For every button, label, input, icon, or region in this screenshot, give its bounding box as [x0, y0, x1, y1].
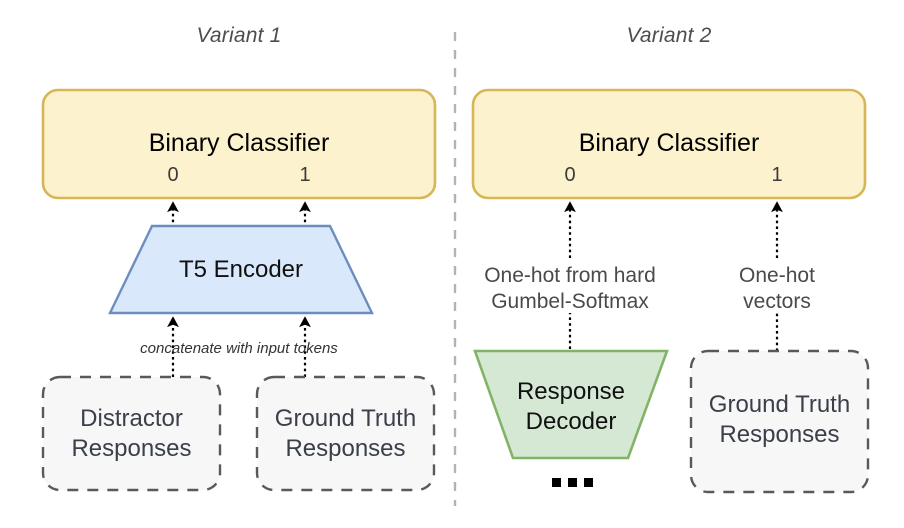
decoder-ellipsis-dot-2 [568, 478, 577, 487]
distractor-responses-box[interactable] [41, 375, 222, 492]
decoder-ellipsis-dot-1 [552, 478, 561, 487]
decoder-ellipsis-dot-3 [584, 478, 593, 487]
t5-encoder-shape[interactable] [108, 224, 374, 315]
response-decoder-shape[interactable] [473, 349, 669, 460]
ground-truth-responses-box-variant-2[interactable] [689, 349, 870, 494]
ground-truth-responses-box-variant-1[interactable] [255, 375, 436, 492]
binary-classifier-box-variant-1[interactable] [41, 88, 437, 200]
binary-classifier-box-variant-2[interactable] [471, 88, 867, 200]
